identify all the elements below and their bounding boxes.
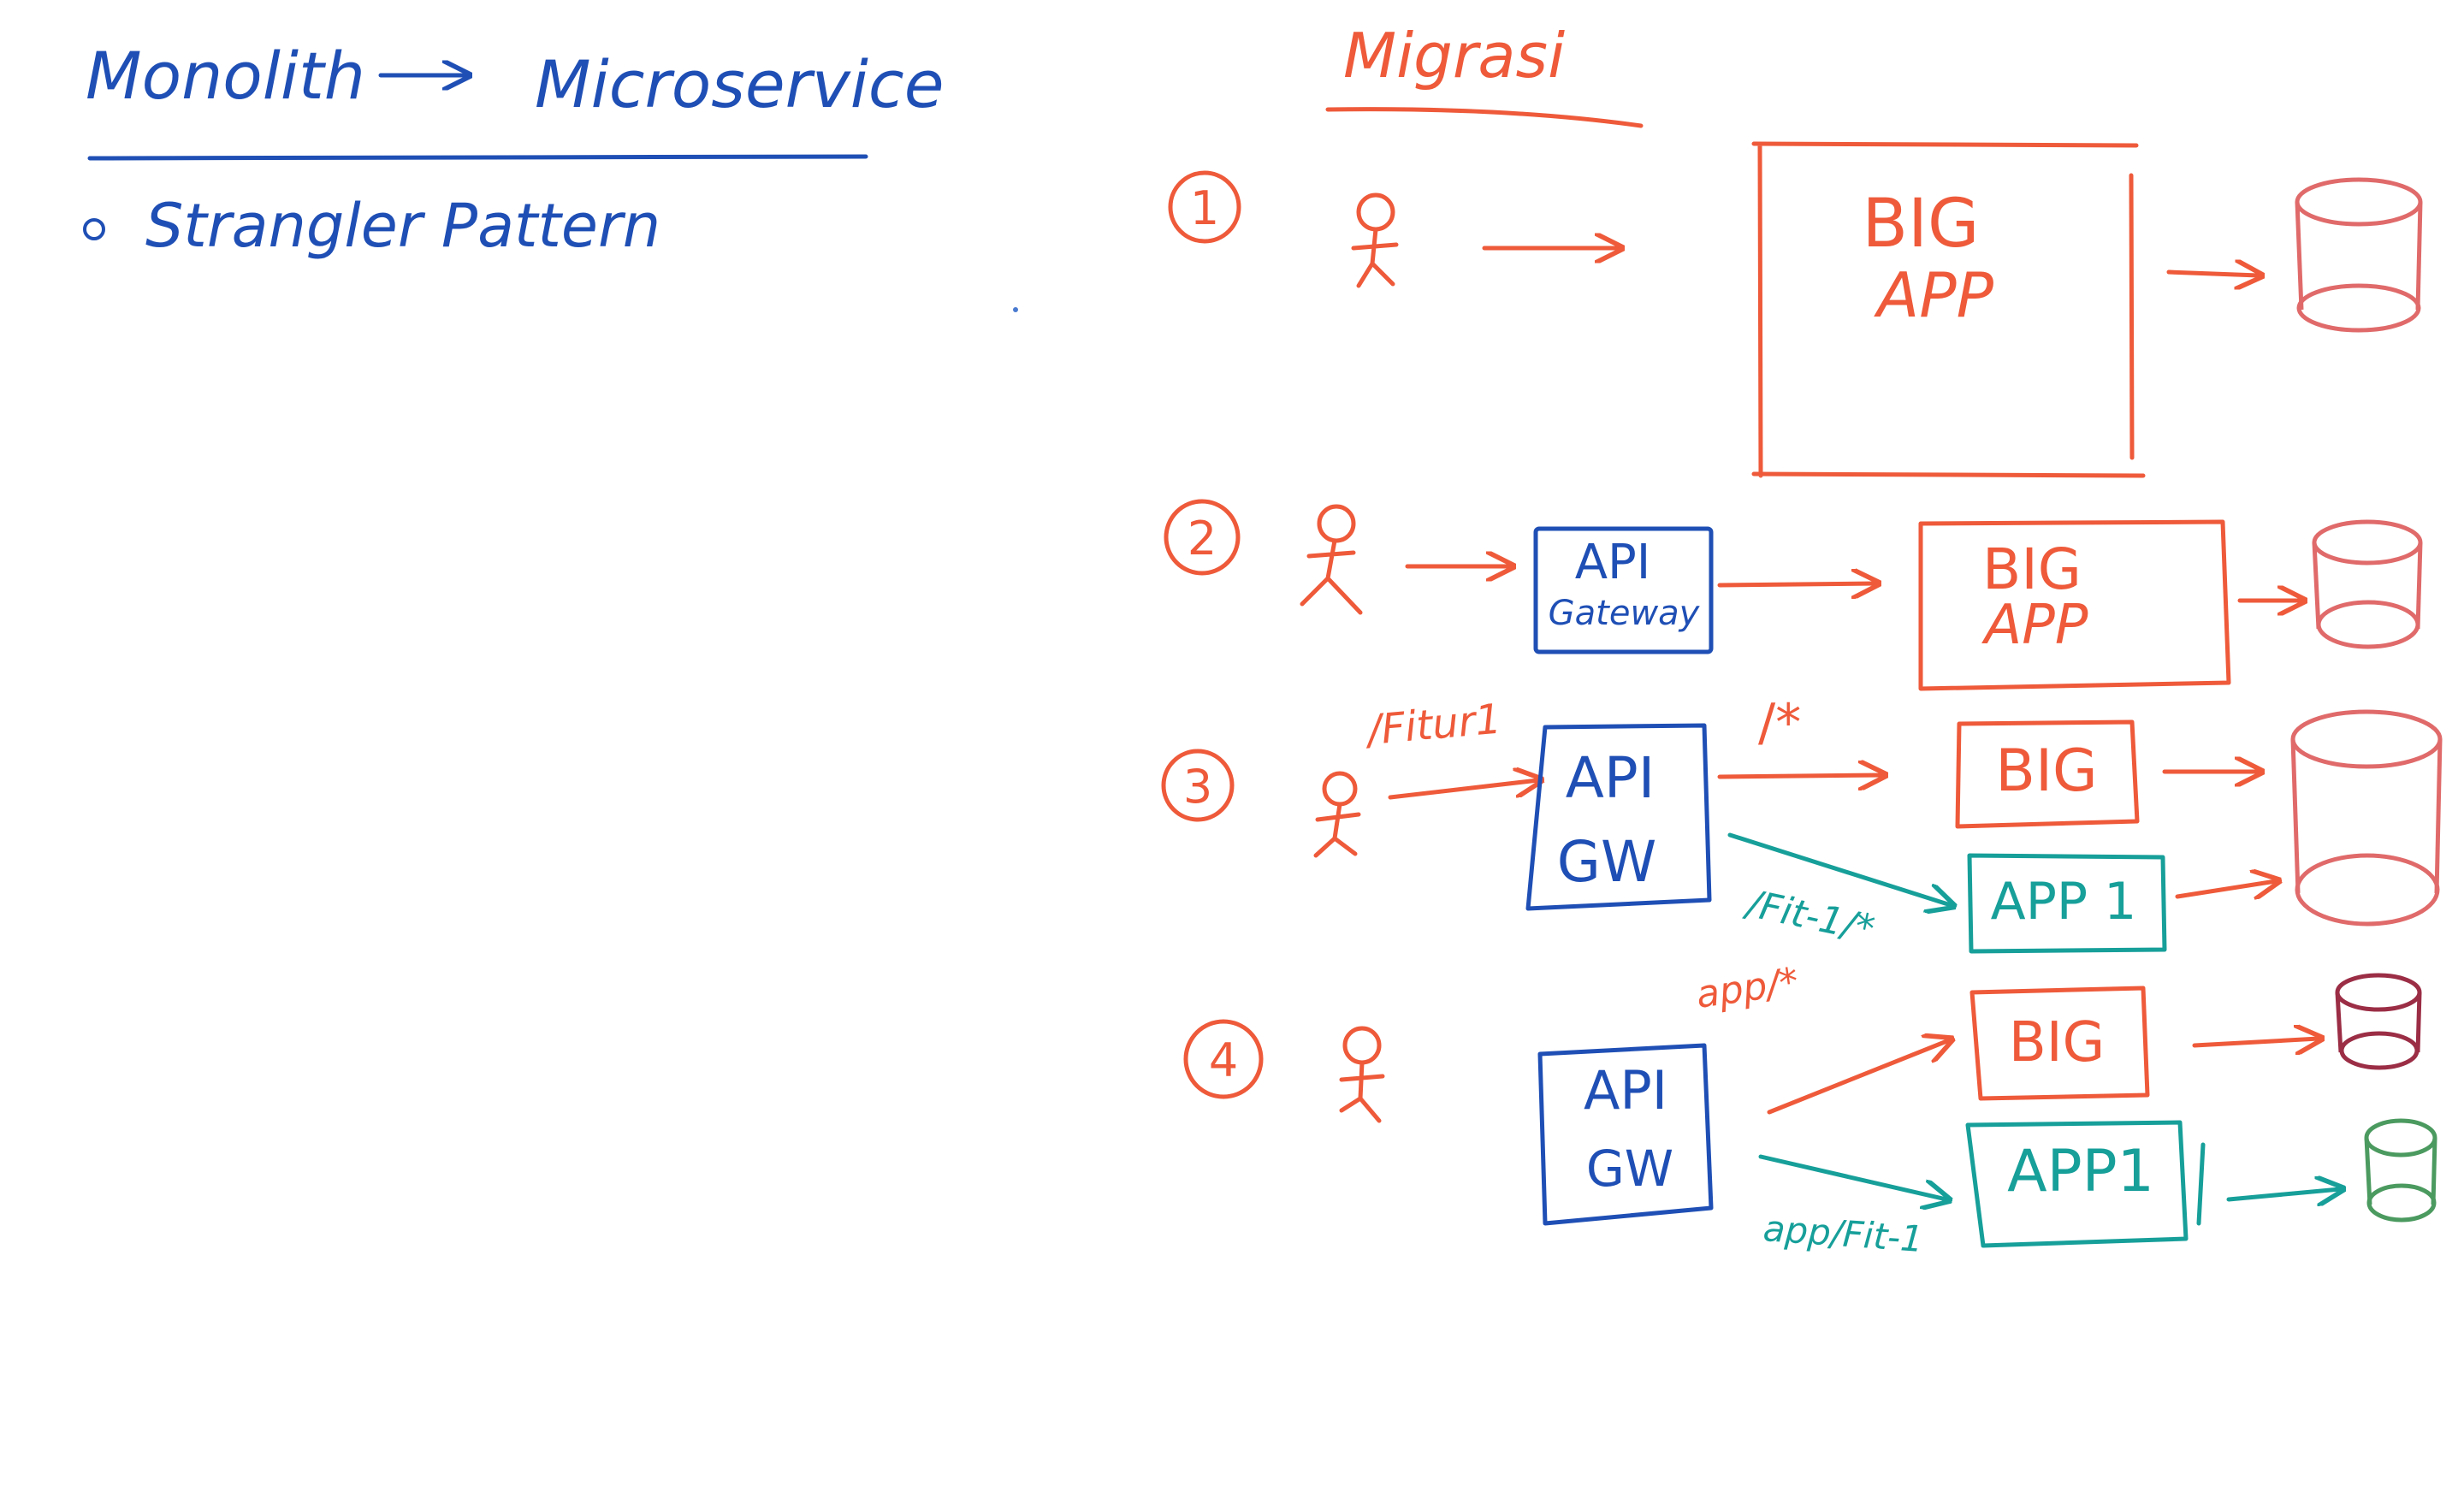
user-icon bbox=[1351, 192, 1399, 288]
database-icon bbox=[2290, 709, 2443, 927]
big-app-line1: BIG bbox=[1863, 186, 1980, 263]
arrow-app1-to-db bbox=[2226, 1189, 2340, 1199]
app1-extra-stroke bbox=[2196, 1142, 2206, 1226]
arrow-gw-to-big bbox=[1717, 775, 1882, 777]
bullet-strangler-pattern: Strangler Pattern bbox=[145, 191, 660, 261]
arrow-gateway-to-app bbox=[1717, 583, 1875, 585]
big-box bbox=[1955, 719, 2140, 829]
step-4-number: 4 bbox=[1209, 1033, 1238, 1087]
api-gw-box bbox=[1525, 723, 1712, 911]
route-fitur1: /Fitur1 bbox=[1362, 696, 1503, 755]
arrow-gw-to-app1 bbox=[1758, 1154, 1946, 1199]
api-gateway-line1: API bbox=[1575, 535, 1651, 590]
route-app-fit1: app/Fit-1 bbox=[1762, 1207, 1924, 1260]
left-notes: Monolith Microservice Strangler Pattern bbox=[83, 38, 1018, 312]
api-gateway-box bbox=[1533, 526, 1714, 654]
app1-label: APP 1 bbox=[1991, 872, 2137, 932]
api-gw-line2: GW bbox=[1557, 829, 1656, 895]
step-3-number: 3 bbox=[1183, 760, 1212, 814]
big-label: BIG bbox=[2009, 1011, 2105, 1075]
database-icon bbox=[2364, 1118, 2437, 1223]
big-app-line2: APP bbox=[1981, 594, 2088, 657]
app1-box bbox=[1967, 853, 2167, 954]
user-icon bbox=[1339, 1026, 1385, 1123]
title-underline bbox=[87, 154, 868, 161]
big-app-box bbox=[1918, 519, 2231, 691]
route-app-all: app/* bbox=[1693, 960, 1801, 1017]
heading-migrasi: Migrasi bbox=[1343, 20, 1565, 92]
title-microservice: Microservice bbox=[535, 46, 944, 122]
api-gw-box bbox=[1537, 1043, 1714, 1226]
step-3-badge bbox=[1161, 749, 1235, 822]
api-gw-line1: API bbox=[1584, 1059, 1667, 1122]
heading-underline bbox=[1325, 107, 1644, 128]
route-all: /* bbox=[1758, 693, 1801, 753]
api-gw-line2: GW bbox=[1586, 1140, 1673, 1198]
step-1-number: 1 bbox=[1190, 181, 1219, 235]
stray-dot bbox=[1013, 307, 1018, 312]
step-3: 3 /Fitur1 API GW /* BIG /Fit-1/* APP 1 bbox=[1161, 693, 2443, 954]
app1-label: APP1 bbox=[2007, 1138, 2154, 1205]
arrow-user-to-gw bbox=[1388, 780, 1538, 800]
big-label: BIG bbox=[1995, 737, 2097, 805]
database-icon bbox=[2312, 519, 2423, 649]
step-2: 2 API Gateway BIG APP bbox=[1164, 499, 2423, 691]
big-app-line1: BIG bbox=[1982, 536, 2082, 602]
arrow-app1-to-db bbox=[2175, 881, 2276, 897]
database-icon bbox=[2335, 973, 2422, 1070]
step-2-badge bbox=[1164, 499, 1241, 576]
route-fit1: /Fit-1/* bbox=[1740, 881, 1879, 951]
big-app-line2: APP bbox=[1874, 259, 1994, 331]
big-app-box bbox=[1751, 141, 2146, 478]
step-1-badge bbox=[1168, 170, 1241, 244]
step-4: 4 API GW app/* BIG app/Fit-1 APP1 bbox=[1183, 960, 2437, 1260]
api-gw-line1: API bbox=[1566, 745, 1655, 811]
title-monolith: Monolith bbox=[86, 38, 365, 114]
step-1: 1 BIG APP bbox=[1168, 141, 2423, 478]
step-4-badge bbox=[1183, 1019, 1264, 1099]
api-gateway-line2: Gateway bbox=[1549, 594, 1701, 633]
user-icon bbox=[1300, 504, 1363, 615]
arrow-big-to-db bbox=[2192, 1039, 2319, 1045]
step-2-number: 2 bbox=[1188, 512, 1217, 565]
bullet-dot bbox=[83, 218, 105, 240]
database-icon bbox=[2295, 177, 2423, 333]
user-icon bbox=[1313, 771, 1361, 858]
big-box bbox=[1969, 986, 2150, 1101]
app1-box bbox=[1965, 1120, 2189, 1248]
arrow-gw-to-big bbox=[1767, 1040, 1949, 1115]
arrow-app-to-db bbox=[2166, 272, 2259, 275]
arrow-gw-to-app1 bbox=[1727, 832, 1951, 905]
